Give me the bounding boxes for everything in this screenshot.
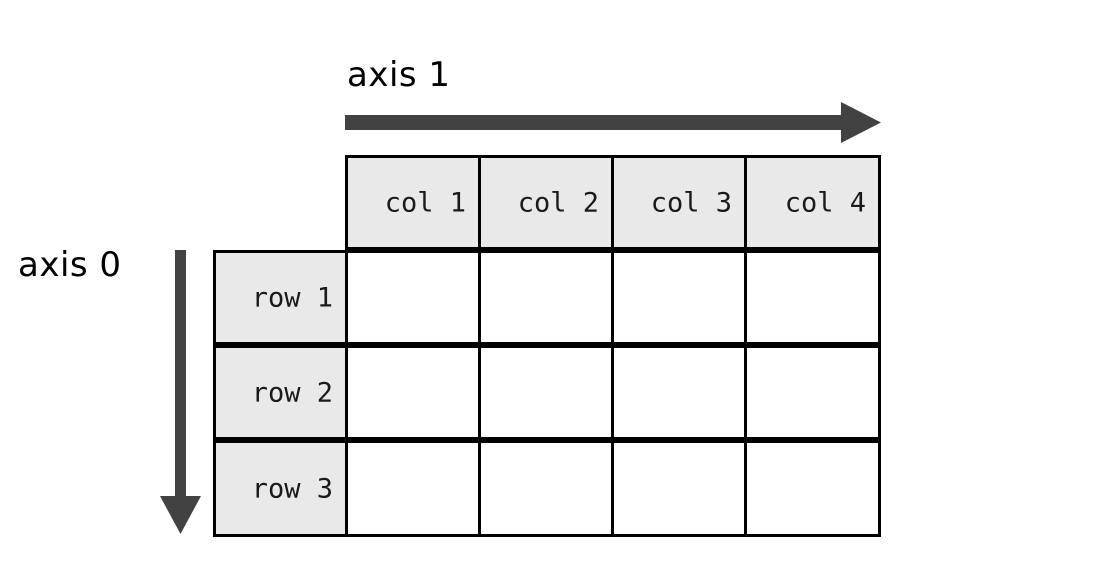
row-header-cell: row 3	[213, 440, 348, 537]
row-header-label: row 2	[251, 377, 333, 408]
column-header-cell: col 1	[345, 155, 481, 250]
grid-cell	[345, 250, 481, 345]
grid-cell	[478, 250, 614, 345]
row-header-label: row 1	[251, 282, 333, 313]
grid-cell	[744, 250, 881, 345]
axis-0-label: axis 0	[18, 245, 122, 285]
grid-cell	[744, 345, 881, 440]
column-header-cell: col 2	[478, 155, 614, 250]
column-header-label: col 3	[650, 187, 732, 218]
row-header-cell: row 1	[213, 250, 348, 345]
axis-1-label: axis 1	[347, 55, 451, 95]
column-header-cell: col 3	[611, 155, 747, 250]
grid-cell	[744, 440, 881, 537]
grid-cell	[611, 345, 747, 440]
axis-1-arrow-icon	[345, 102, 881, 143]
column-header-label: col 2	[517, 187, 599, 218]
grid-cell	[478, 440, 614, 537]
axis-0-arrow-icon	[160, 250, 201, 534]
column-header-label: col 4	[784, 187, 866, 218]
grid-cell	[345, 345, 481, 440]
grid-cell	[478, 345, 614, 440]
grid-cell	[611, 440, 747, 537]
row-header-label: row 3	[251, 473, 333, 504]
column-header-cell: col 4	[744, 155, 881, 250]
grid-cell	[345, 440, 481, 537]
grid-cell	[611, 250, 747, 345]
column-header-label: col 1	[384, 187, 466, 218]
row-header-cell: row 2	[213, 345, 348, 440]
